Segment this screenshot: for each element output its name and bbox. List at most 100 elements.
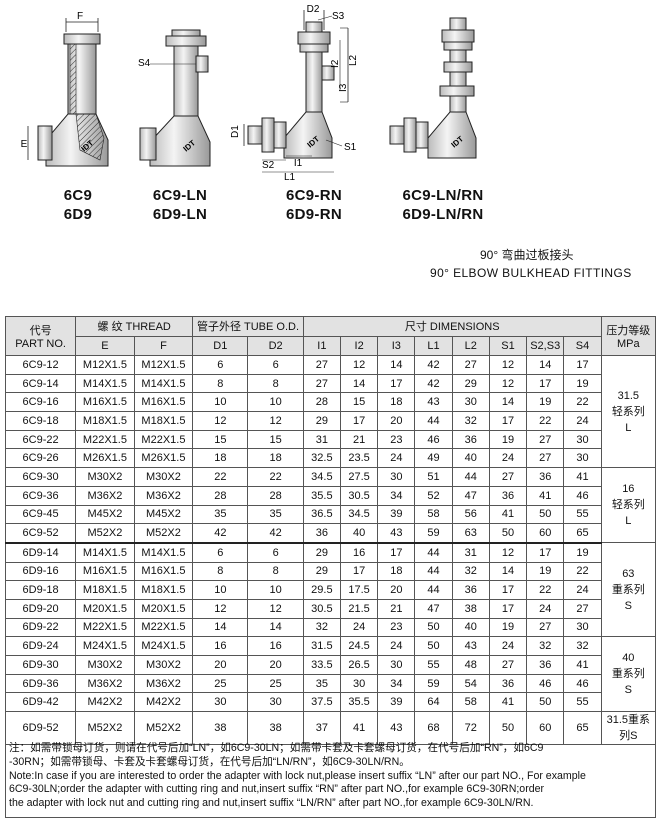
- table-cell: 72: [451, 711, 490, 746]
- technical-drawings: F E IDT S4 IDT D2 S3 L2: [21, 4, 477, 183]
- table-cell: 6D9-52: [4, 711, 77, 746]
- table-cell: 36: [451, 580, 490, 600]
- table-cell: M36X2: [133, 485, 194, 506]
- table-cell: 32.5: [302, 448, 342, 469]
- table-cell: 42: [414, 373, 453, 394]
- table-cell: M18X1.5: [133, 411, 194, 431]
- label-i2: I2: [330, 59, 341, 68]
- header-dimensions: 尺寸 DIMENSIONS: [302, 316, 602, 337]
- pressure-series: 轻系列: [611, 405, 645, 418]
- table-cell: 17: [526, 373, 565, 394]
- table-cell: M42X2: [75, 692, 135, 713]
- table-cell: 30: [563, 617, 602, 638]
- table-cell: 6C9-26: [4, 448, 77, 469]
- table-cell: 40: [339, 523, 379, 544]
- table-cell: 10: [247, 392, 304, 413]
- table-cell: 52: [414, 485, 453, 506]
- table-cell: M30X2: [133, 655, 194, 675]
- pressure-value: 31.5重系列S: [606, 714, 651, 743]
- table-cell: 17: [488, 580, 528, 600]
- table-cell: 22: [247, 467, 304, 487]
- pressure-value: 40: [622, 652, 635, 665]
- table-cell: 50: [488, 523, 528, 544]
- column-header: E: [75, 335, 135, 356]
- table-cell: M24X1.5: [133, 636, 194, 656]
- table-cell: 25: [192, 673, 249, 694]
- table-cell: 6D9-18: [4, 580, 77, 600]
- table-cell: 20: [377, 411, 416, 431]
- drawing-6c9-rn: D2 S3 L2 I3 I2 IDT D1 S2 I1 L1 S1: [230, 4, 359, 183]
- table-cell: 12: [488, 355, 528, 375]
- table-cell: 46: [414, 429, 453, 450]
- note-line-2: -30RN；如需带锁母、卡套及卡套螺母订货，在代号后加“LN/RN”，如6C9-…: [9, 755, 410, 768]
- table-cell: 43: [377, 711, 416, 746]
- table-cell: 21: [377, 598, 416, 619]
- column-header: S2,S3: [526, 335, 565, 356]
- table-cell: 44: [414, 411, 453, 431]
- table-cell: 41: [563, 655, 602, 675]
- model-code-b: 6D9-RN: [286, 206, 342, 223]
- label-i1: I1: [294, 158, 303, 169]
- table-cell: 50: [414, 636, 453, 656]
- table-cell: 30: [563, 448, 602, 469]
- model-code-a: 6C9-LN: [152, 187, 208, 204]
- table-cell: 36: [526, 655, 565, 675]
- table-cell: 36: [526, 467, 565, 487]
- table-cell: 46: [563, 485, 602, 506]
- pressure-series: 重系列: [611, 668, 645, 681]
- table-cell: 20: [377, 580, 416, 600]
- table-cell: M30X2: [75, 655, 135, 675]
- table-cell: 6C9-18: [4, 411, 77, 431]
- table-cell: 6D9-36: [4, 673, 77, 694]
- table-cell: 17.5: [339, 580, 379, 600]
- table-cell: 10: [247, 580, 304, 600]
- table-cell: 17: [563, 355, 602, 375]
- table-cell: M45X2: [133, 504, 194, 525]
- table-cell: 35: [192, 504, 249, 525]
- header-pressure-unit: MPa: [617, 338, 640, 350]
- table-cell: 35.5: [339, 692, 379, 713]
- table-cell: 29.5: [302, 580, 342, 600]
- table-cell: 50: [526, 692, 565, 713]
- table-cell: M14X1.5: [133, 542, 194, 563]
- table-cell: 26.5: [339, 655, 379, 675]
- table-cell: 43: [377, 523, 416, 544]
- table-cell: 15: [192, 429, 249, 450]
- header-pressure-cn: 压力等级: [606, 325, 651, 337]
- table-cell: M16X1.5: [133, 561, 194, 582]
- label-f: F: [77, 11, 83, 22]
- table-cell: 27: [488, 655, 528, 675]
- table-cell: 44: [414, 542, 453, 563]
- table-cell: 63: [451, 523, 490, 544]
- table-cell: 32: [451, 561, 490, 582]
- table-cell: 10: [192, 392, 249, 413]
- table-cell: 32: [302, 617, 342, 638]
- table-cell: M18X1.5: [75, 580, 135, 600]
- table-cell: 12: [247, 598, 304, 619]
- model-label-4: 6C9-LN/RN 6D9-LN/RN: [388, 186, 498, 224]
- table-cell: 16: [247, 636, 304, 656]
- table-cell: 14: [247, 617, 304, 638]
- table-cell: 18: [377, 392, 416, 413]
- table-cell: 30: [377, 467, 416, 487]
- pressure-code: S: [624, 684, 632, 697]
- table-cell: M52X2: [75, 711, 135, 746]
- table-cell: 44: [414, 561, 453, 582]
- table-cell: 23.5: [339, 448, 379, 469]
- table-cell: 34: [377, 485, 416, 506]
- column-header: D1: [192, 335, 249, 356]
- table-cell: 6C9-12: [4, 355, 77, 375]
- table-cell: 58: [414, 504, 453, 525]
- table-cell: 51: [414, 467, 453, 487]
- table-cell: 34.5: [302, 467, 342, 487]
- table-cell: 42: [247, 523, 304, 544]
- table-cell: 22: [192, 467, 249, 487]
- table-cell: 55: [563, 692, 602, 713]
